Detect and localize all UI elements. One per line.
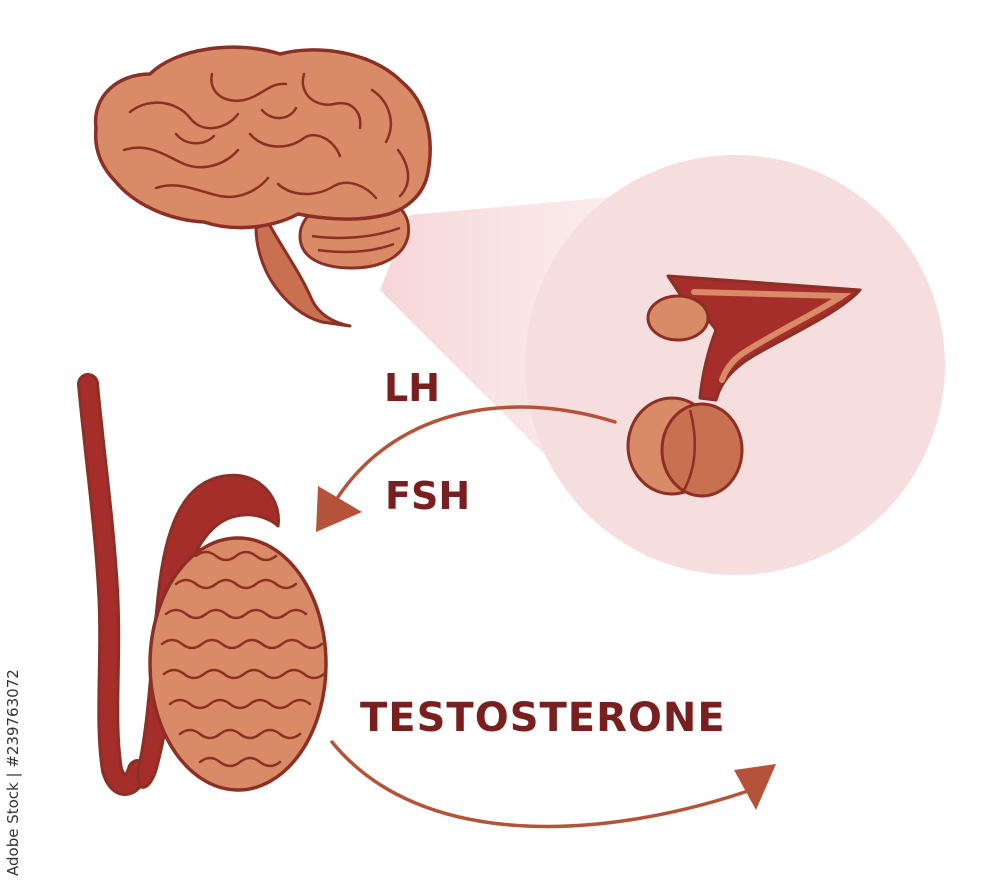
- stock-watermark-id: Adobe Stock | #239763072: [4, 669, 22, 876]
- pituitary-posterior-lobe: [660, 402, 744, 498]
- brain-icon: [93, 45, 432, 328]
- seminiferous-tubules: [160, 550, 326, 768]
- pituitary-small-lobe: [646, 294, 710, 342]
- brainstem: [254, 220, 352, 328]
- testis-icon: [148, 536, 328, 792]
- testis-body: [148, 536, 328, 792]
- testosterone-arrow: [330, 740, 776, 829]
- fsh-label: FSH: [385, 474, 471, 518]
- testosterone-label: TESTOSTERONE: [360, 695, 726, 741]
- lh-label: LH: [384, 366, 441, 410]
- cerebrum: [93, 45, 432, 230]
- pituitary-gland-icon: [626, 274, 862, 498]
- lh-fsh-arrow: [316, 405, 617, 532]
